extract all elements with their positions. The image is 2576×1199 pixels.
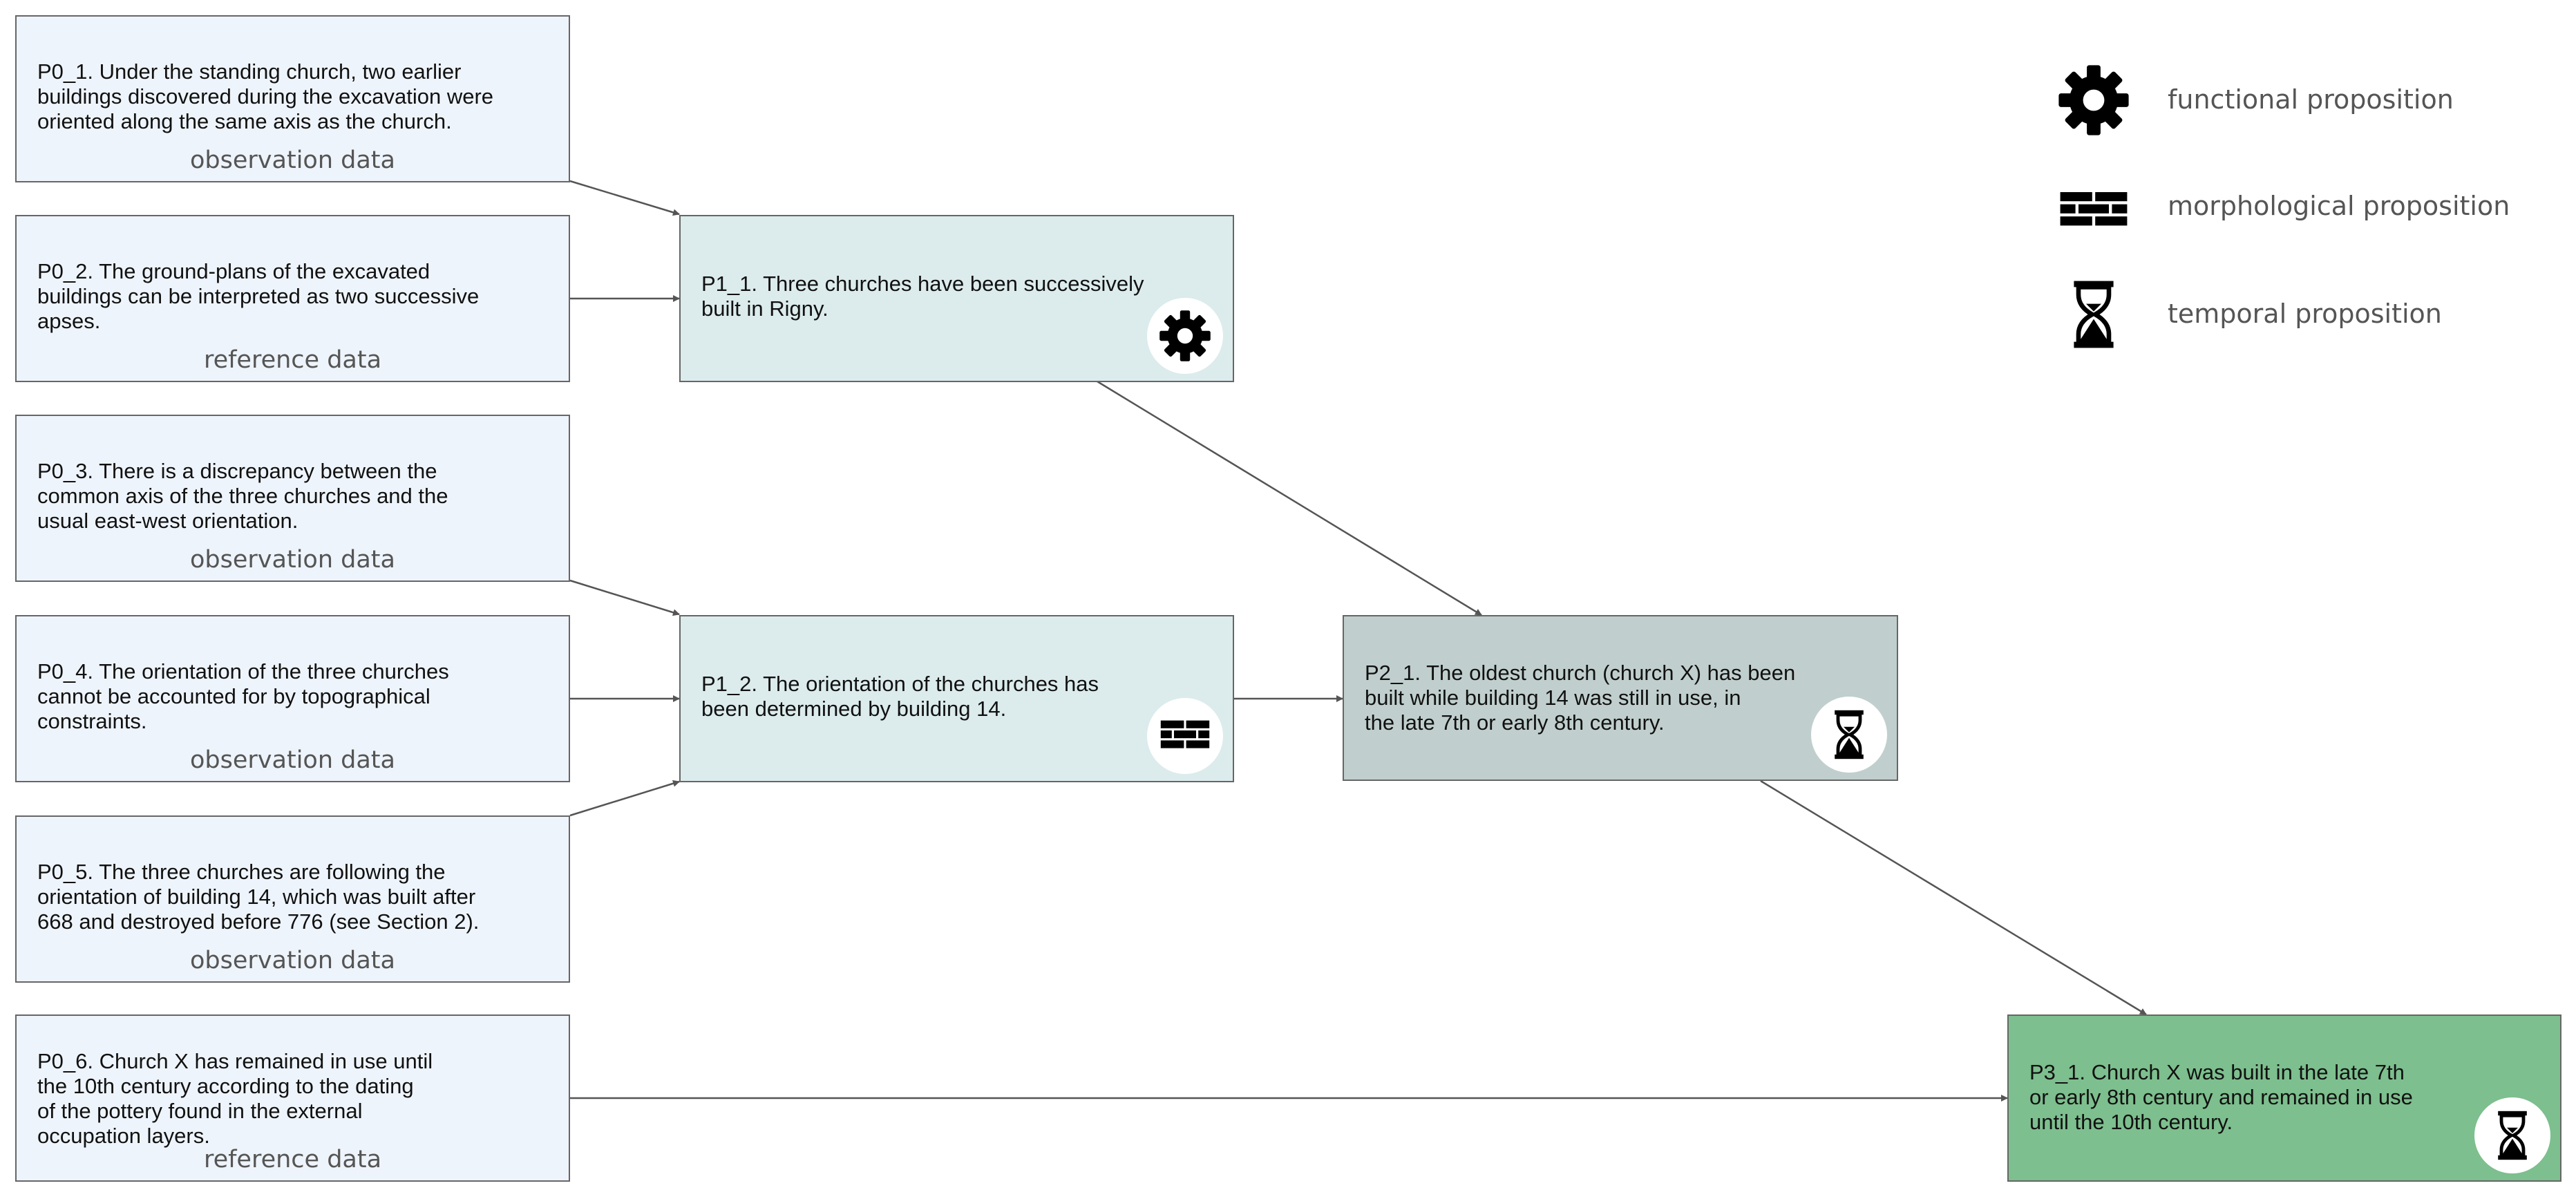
gear-icon	[1147, 298, 1223, 374]
legend-label-functional: functional proposition	[2168, 84, 2454, 115]
hourglass-icon	[1811, 697, 1887, 773]
observation-text: P0_6. Church X has remained in use until…	[37, 1049, 433, 1148]
observation-box-p0-3: P0_3. There is a discrepancy between the…	[15, 415, 570, 582]
data-type-label: observation data	[190, 746, 395, 774]
proposition-box-p1-2: P1_2. The orientation of the churches ha…	[679, 615, 1234, 782]
proposition-box-p1-1: P1_1. Three churches have been successiv…	[679, 215, 1234, 382]
data-type-label: observation data	[190, 947, 395, 974]
edge-p0-5-to-p1-2	[569, 780, 680, 817]
observation-box-p0-4: P0_4. The orientation of the three churc…	[15, 615, 570, 782]
observation-box-p0-1: P0_1. Under the standing church, two ear…	[15, 15, 570, 182]
observation-box-p0-6: P0_6. Church X has remained in use until…	[15, 1014, 570, 1182]
proposition-box-p3-1: P3_1. Church X was built in the late 7th…	[2007, 1014, 2561, 1182]
hourglass-icon	[2474, 1097, 2550, 1173]
observation-text: P0_1. Under the standing church, two ear…	[37, 59, 494, 133]
observation-text: P0_2. The ground-plans of the excavated …	[37, 259, 480, 333]
legend-label-temporal: temporal proposition	[2168, 299, 2442, 329]
brick-wall-icon	[2056, 169, 2132, 245]
edge-p2-1-to-p3-1	[1760, 780, 2147, 1016]
proposition-text: P3_1. Church X was built in the late 7th…	[2029, 1060, 2413, 1134]
hourglass-icon	[2056, 276, 2132, 352]
data-type-label: observation data	[190, 147, 395, 174]
observation-text: P0_5. The three churches are following t…	[37, 860, 480, 934]
data-type-label: observation data	[190, 546, 395, 574]
proposition-text: P1_1. Three churches have been successiv…	[701, 272, 1144, 321]
legend-label-morphological: morphological proposition	[2168, 191, 2510, 221]
observation-box-p0-5: P0_5. The three churches are following t…	[15, 815, 570, 983]
data-type-label: reference data	[203, 346, 382, 374]
edge-p0-3-to-p1-2	[569, 579, 680, 616]
proposition-text: P2_1. The oldest church (church X) has b…	[1365, 661, 1796, 735]
edge-p0-1-to-p1-1	[569, 180, 680, 216]
observation-text: P0_4. The orientation of the three churc…	[37, 659, 449, 733]
edge-p1-1-to-p2-1	[1097, 380, 1482, 616]
proposition-box-p2-1: P2_1. The oldest church (church X) has b…	[1343, 615, 1898, 781]
observation-box-p0-2: P0_2. The ground-plans of the excavated …	[15, 215, 570, 382]
gear-icon	[2056, 62, 2132, 138]
observation-text: P0_3. There is a discrepancy between the…	[37, 459, 448, 533]
proposition-text: P1_2. The orientation of the churches ha…	[701, 672, 1099, 721]
data-type-label: reference data	[203, 1146, 382, 1173]
brick-wall-icon	[1147, 698, 1223, 774]
